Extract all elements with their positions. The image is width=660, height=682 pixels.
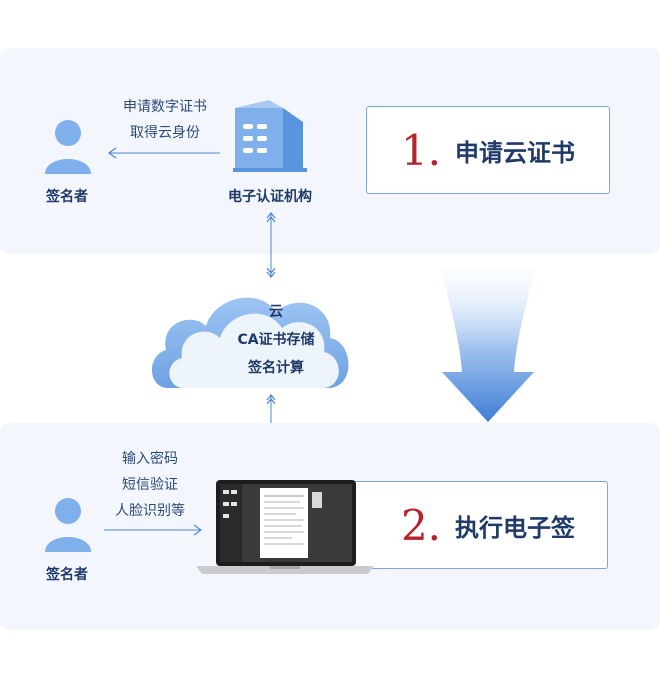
step2-number: 2.: [400, 500, 442, 550]
apply-certificate-line1: 申请数字证书: [123, 99, 207, 115]
cloud-icon: [151, 297, 349, 388]
verification-line2: 短信验证: [122, 477, 178, 493]
user-icon: [45, 120, 91, 174]
apply-certificate-line2: 取得云身份: [130, 125, 200, 141]
cloud-line2: CA证书存储: [237, 332, 315, 348]
arrow-left-icon: [107, 147, 220, 159]
verification-text: 输入密码 短信验证 人脸识别等: [100, 446, 200, 524]
cloud-text: 云 CA证书存储 签名计算: [206, 298, 346, 382]
apply-certificate-text: 申请数字证书 取得云身份: [110, 94, 220, 146]
laptop-icon: [196, 480, 374, 574]
user-icon: [45, 498, 91, 552]
cloud-line3: 签名计算: [248, 360, 304, 376]
double-arrow-vertical-icon: [266, 212, 276, 278]
signer-label: 签名者: [46, 567, 88, 583]
arrow-right-icon: [104, 524, 203, 536]
building-icon: [233, 100, 307, 172]
step1-title: 申请云证书: [455, 138, 576, 167]
verification-line1: 输入密码: [122, 451, 178, 467]
step1-box: 1. 申请云证书: [366, 106, 610, 194]
cloud-line1: 云: [269, 304, 283, 320]
verification-line3: 人脸识别等: [115, 503, 185, 519]
big-down-arrow-icon: [438, 262, 538, 422]
step2-title: 执行电子签: [455, 513, 576, 542]
signer-label: 签名者: [46, 189, 88, 205]
step2-box: 2. 执行电子签: [350, 481, 608, 569]
step1-number: 1.: [400, 125, 442, 175]
authority-label: 电子认证机构: [228, 189, 312, 205]
